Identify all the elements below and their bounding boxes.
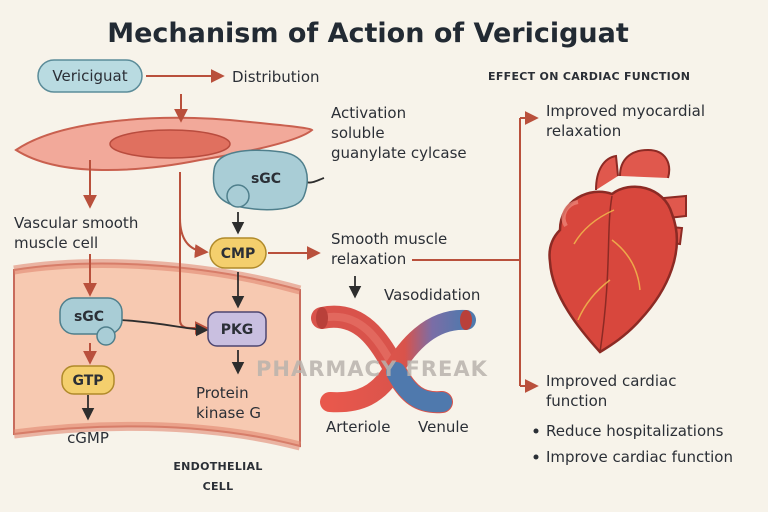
smooth-relax-line-2: relaxation (331, 250, 406, 268)
blood-vessel-illustration (311, 305, 476, 414)
myocardial-line-1: Improved myocardial (546, 102, 705, 120)
vericiguat-label: Vericiguat (52, 67, 127, 85)
pathway-arrows (83, 69, 539, 393)
bullet-dot (533, 454, 539, 460)
sgc-top-label: sGC (251, 171, 281, 187)
activation-line-1: Activation (331, 104, 406, 122)
protein-line-1: Protein (196, 384, 249, 402)
sgc-node-top: sGC (212, 149, 308, 211)
pkg-node: PKG (207, 311, 267, 347)
cardiac-line-2: function (546, 392, 607, 410)
myocardial-line-2: relaxation (546, 122, 621, 140)
gtp-node: GTP (61, 365, 115, 395)
cmp-node: CMP (209, 237, 267, 269)
cmp-label: CMP (221, 246, 255, 262)
activation-line-3: guanylate cylcase (331, 144, 467, 162)
pkg-label: PKG (221, 322, 254, 338)
effects-bullet-list: Reduce hospitalizations Improve cardiac … (533, 422, 733, 466)
sgc-node-lower: sGC (59, 297, 123, 346)
vascular-line-2: muscle cell (14, 234, 98, 252)
bullet-dot (533, 428, 539, 434)
gtp-label: GTP (72, 373, 103, 389)
activation-line-2: soluble (331, 124, 385, 142)
heart-illustration (548, 148, 687, 354)
endothelial-line-1: ENDOTHELIAL (173, 460, 262, 473)
sgc-lower-label: sGC (74, 309, 104, 325)
cardiac-line-1: Improved cardiac (546, 372, 676, 390)
venule-label: Venule (418, 418, 469, 436)
arteriole-label: Arteriole (326, 418, 390, 436)
vascular-line-1: Vascular smooth (14, 214, 138, 232)
smooth-muscle-cell-illustration (14, 116, 314, 171)
vasodilation-label: Vasodidation (384, 286, 480, 304)
bullet-item-2: Improve cardiac function (546, 448, 733, 466)
smooth-relax-line-1: Smooth muscle (331, 230, 447, 248)
effect-heading: EFFECT ON CARDIAC FUNCTION (488, 70, 690, 83)
protein-line-2: kinase G (196, 404, 261, 422)
endothelial-line-2: CELL (203, 480, 234, 493)
vericiguat-node: Vericiguat (37, 59, 143, 93)
distribution-label: Distribution (232, 68, 320, 86)
bullet-item-1: Reduce hospitalizations (546, 422, 724, 440)
watermark: PHARMACY FREAK (256, 357, 488, 381)
cgmp-label: cGMP (67, 429, 109, 447)
page-title: Mechanism of Action of Vericiguat (107, 18, 629, 49)
